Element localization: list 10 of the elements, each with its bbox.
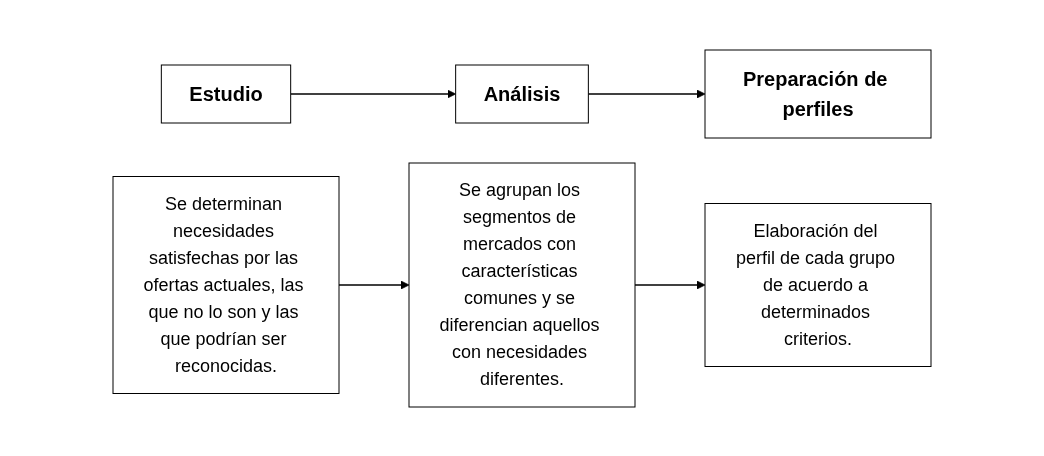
node-box: Se determinan necesidades satisfechas por las ofertas actuales, las que no lo son y las que podrían ser reconocidas. — [112, 175, 340, 394]
arrow — [634, 280, 706, 289]
node-box: Elaboración del perfil de cada grupo de acuerdo a determinados criterios. — [704, 202, 932, 367]
arrow — [338, 280, 410, 289]
node-box: Se agrupan los segmentos de mercados con características comunes y se diferencian aquellos con necesidades diferentes. — [408, 162, 636, 407]
node-box: Estudio — [160, 64, 292, 123]
node-box: Preparación de perfiles — [704, 49, 932, 138]
arrow — [289, 89, 457, 98]
arrow — [587, 89, 706, 98]
node-box: Análisis — [455, 64, 589, 123]
